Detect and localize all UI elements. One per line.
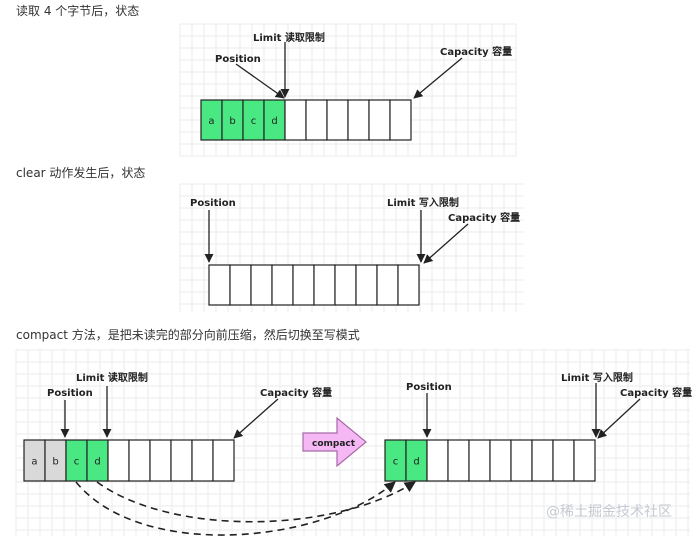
buffer-cell bbox=[531, 439, 554, 482]
capacity-label-before: Capacity 容量 bbox=[260, 386, 332, 399]
position-label: Position bbox=[190, 198, 236, 209]
buffer-cell bbox=[208, 264, 231, 306]
capacity-arrow-before bbox=[233, 398, 279, 439]
position-arrow bbox=[235, 63, 285, 99]
capacity-arrow bbox=[413, 57, 463, 99]
buffer-cell bbox=[292, 264, 315, 306]
buffer-cell bbox=[170, 439, 193, 482]
buffer-cell bbox=[376, 264, 399, 306]
buffer-cell-letter: b bbox=[229, 116, 235, 127]
compact-arrow-shape bbox=[302, 416, 367, 468]
buffer-cell bbox=[128, 439, 151, 482]
buffer-cell bbox=[334, 264, 357, 306]
buffer-cell bbox=[229, 264, 252, 306]
buffer-cell bbox=[426, 439, 449, 482]
buffer-cell bbox=[284, 99, 307, 141]
capacity-label: Capacity 容量 bbox=[440, 45, 512, 58]
limit-label: Limit 读取限制 bbox=[253, 31, 325, 44]
buffer-cell-letter: d bbox=[94, 457, 100, 468]
buffer-cell bbox=[313, 264, 336, 306]
buffer-cell-letter: d bbox=[413, 457, 419, 468]
buffer-cell bbox=[250, 264, 273, 306]
section1-diagram: a b c d Limit 读取限制 Position Capacity 容量 bbox=[200, 31, 512, 141]
buffer-cell bbox=[489, 439, 512, 482]
buffer-cell bbox=[212, 439, 235, 482]
buffer-cell bbox=[107, 439, 130, 482]
buffer-cell-letter: a bbox=[31, 457, 37, 468]
buffer-cells-cleared bbox=[208, 264, 420, 306]
buffer-cell bbox=[397, 264, 420, 306]
section2-diagram: Position Limit 写入限制 Capacity 容量 bbox=[190, 196, 520, 306]
move-d-dashed-arrow bbox=[96, 481, 416, 523]
buffer-cell-letter: c bbox=[393, 457, 399, 468]
buffer-cell bbox=[271, 264, 294, 306]
buffer-cell-letter: c bbox=[251, 116, 257, 127]
buffer-cell-letter: d bbox=[271, 116, 277, 127]
position-label-after: Position bbox=[406, 382, 452, 393]
limit-label-after: Limit 写入限制 bbox=[561, 371, 633, 384]
buffer-cell bbox=[326, 99, 349, 141]
buffer-cell bbox=[305, 99, 328, 141]
buffer-cell bbox=[368, 99, 391, 141]
buffer-cell-letter: b bbox=[52, 457, 58, 468]
capacity-label: Capacity 容量 bbox=[448, 211, 520, 224]
section2-caption: clear 动作发生后，状态 bbox=[16, 166, 146, 180]
capacity-arrow-after bbox=[597, 398, 641, 439]
compact-arrow-label: compact bbox=[312, 439, 356, 449]
buffer-cell bbox=[447, 439, 470, 482]
limit-label-before: Limit 读取限制 bbox=[76, 371, 148, 384]
buffer-cell bbox=[552, 439, 575, 482]
capacity-label-after: Capacity 容量 bbox=[620, 386, 692, 399]
buffer-cell bbox=[573, 439, 596, 482]
buffer-cells-before-compact: a b c d bbox=[23, 439, 235, 482]
move-c-dashed-arrow bbox=[75, 481, 396, 536]
buffer-cell bbox=[355, 264, 378, 306]
buffer-cell bbox=[389, 99, 412, 141]
buffer-cell-letter: a bbox=[208, 116, 214, 127]
position-label-before: Position bbox=[47, 388, 93, 399]
buffer-cell bbox=[510, 439, 533, 482]
watermark-text: @稀土掘金技术社区 bbox=[546, 504, 672, 520]
capacity-arrow bbox=[423, 223, 469, 264]
section1-caption: 读取 4 个字节后，状态 bbox=[16, 4, 140, 18]
buffer-cell bbox=[149, 439, 172, 482]
buffer-cell-letter: c bbox=[74, 457, 80, 468]
limit-label: Limit 写入限制 bbox=[387, 196, 459, 209]
buffer-cells-read: a b c d bbox=[200, 99, 412, 141]
buffer-cell bbox=[191, 439, 214, 482]
section3-caption: compact 方法，是把未读完的部分向前压缩，然后切换至写模式 bbox=[16, 328, 360, 342]
position-label: Position bbox=[215, 54, 261, 65]
buffer-cell bbox=[468, 439, 491, 482]
buffer-cell bbox=[347, 99, 370, 141]
